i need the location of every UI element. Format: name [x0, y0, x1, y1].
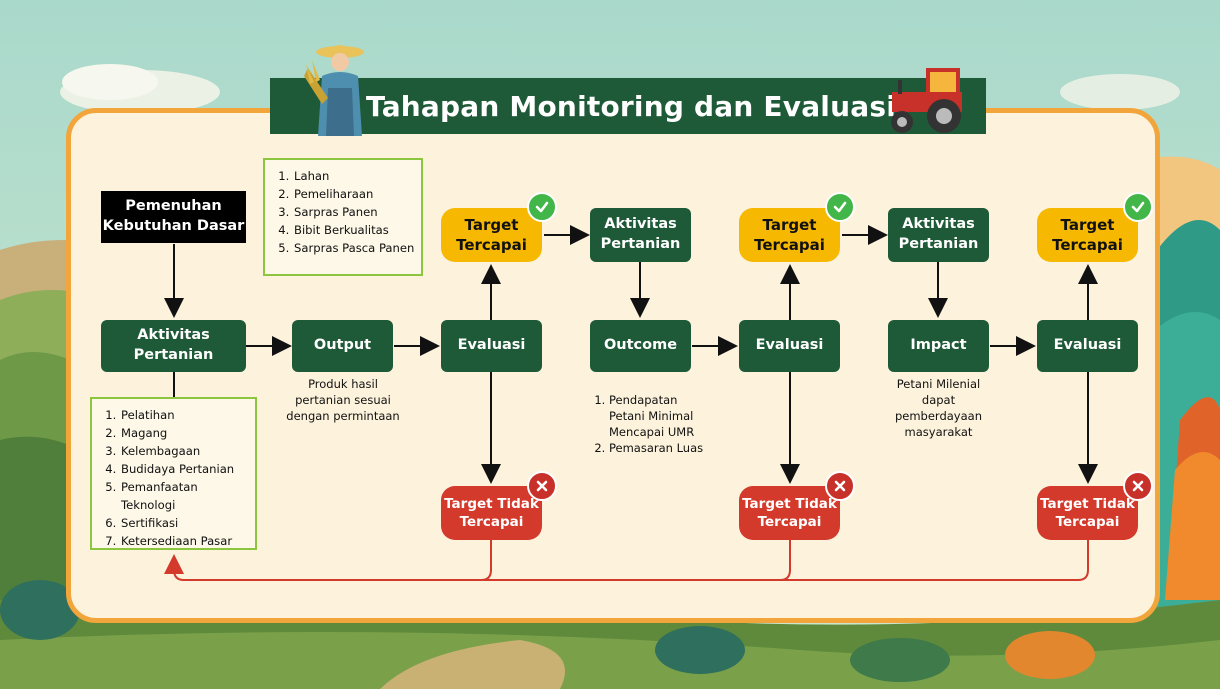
node-evaluasi-1: Evaluasi — [441, 320, 542, 372]
basic-need-item: Bibit Berkualitas — [293, 222, 415, 240]
cross-icon — [825, 471, 855, 501]
activity-item: Kelembagaan — [120, 443, 249, 461]
node-output: Output — [292, 320, 393, 372]
node-impact: Impact — [888, 320, 989, 372]
farmer-illustration — [304, 45, 364, 136]
node-aktivitas-pertanian-3: Aktivitas Pertanian — [888, 208, 989, 262]
outcome-item: Pemasaran Luas — [609, 440, 715, 456]
feedback-drop-2 — [779, 540, 791, 581]
activity-item: Pemanfaatan Teknologi — [120, 479, 249, 515]
node-target-tidak-tercapai-2: Target Tidak Tercapai — [739, 486, 840, 540]
node-aktivitas-pertanian-2: Aktivitas Pertanian — [590, 208, 691, 262]
activity-item: Sertifikasi — [120, 515, 249, 533]
node-evaluasi-3: Evaluasi — [1037, 320, 1138, 372]
outcome-caption: Pendapatan Petani Minimal Mencapai UMRPe… — [595, 376, 715, 473]
node-target-tidak-tercapai-1: Target Tidak Tercapai — [441, 486, 542, 540]
tractor-illustration — [891, 68, 962, 133]
basic-need-item: Pemeliharaan — [293, 186, 415, 204]
basic-need-item: Sarpras Panen — [293, 204, 415, 222]
check-icon — [825, 192, 855, 222]
node-aktivitas-pertanian-1: Aktivitas Pertanian — [101, 320, 246, 372]
check-icon — [527, 192, 557, 222]
cross-icon — [1123, 471, 1153, 501]
cross-icon — [527, 471, 557, 501]
node-target-tercapai-3: Target Tercapai — [1037, 208, 1138, 262]
node-target-tidak-tercapai-3: Target Tidak Tercapai — [1037, 486, 1138, 540]
check-icon — [1123, 192, 1153, 222]
node-target-tercapai-1: Target Tercapai — [441, 208, 542, 262]
feedback-drop-1 — [480, 540, 492, 581]
node-outcome: Outcome — [590, 320, 691, 372]
basic-need-item: Lahan — [293, 168, 415, 186]
activity-item: Budidaya Pertanian — [120, 461, 249, 479]
activities-list: PelatihanMagangKelembagaanBudidaya Perta… — [90, 397, 257, 550]
page-title: Tahapan Monitoring dan Evaluasi — [366, 89, 896, 123]
impact-caption: Petani Milenial dapat pemberdayaan masya… — [894, 377, 982, 440]
basic-needs-list: LahanPemeliharaanSarpras PanenBibit Berk… — [263, 158, 423, 276]
title-banner: Tahapan Monitoring dan Evaluasi — [270, 78, 986, 134]
node-target-tercapai-2: Target Tercapai — [739, 208, 840, 262]
basic-need-item: Sarpras Pasca Panen — [293, 240, 415, 258]
activity-item: Ketersediaan Pasar — [120, 533, 249, 551]
node-evaluasi-2: Evaluasi — [739, 320, 840, 372]
feedback-loop-line — [164, 540, 1089, 581]
node-pemenuhan-kebutuhan-dasar: Pemenuhan Kebutuhan Dasar — [101, 191, 246, 243]
outcome-item: Pendapatan Petani Minimal Mencapai UMR — [609, 392, 715, 440]
activity-item: Magang — [120, 425, 249, 443]
output-caption: Produk hasil pertanian sesuai dengan per… — [286, 377, 400, 424]
activity-item: Pelatihan — [120, 407, 249, 425]
